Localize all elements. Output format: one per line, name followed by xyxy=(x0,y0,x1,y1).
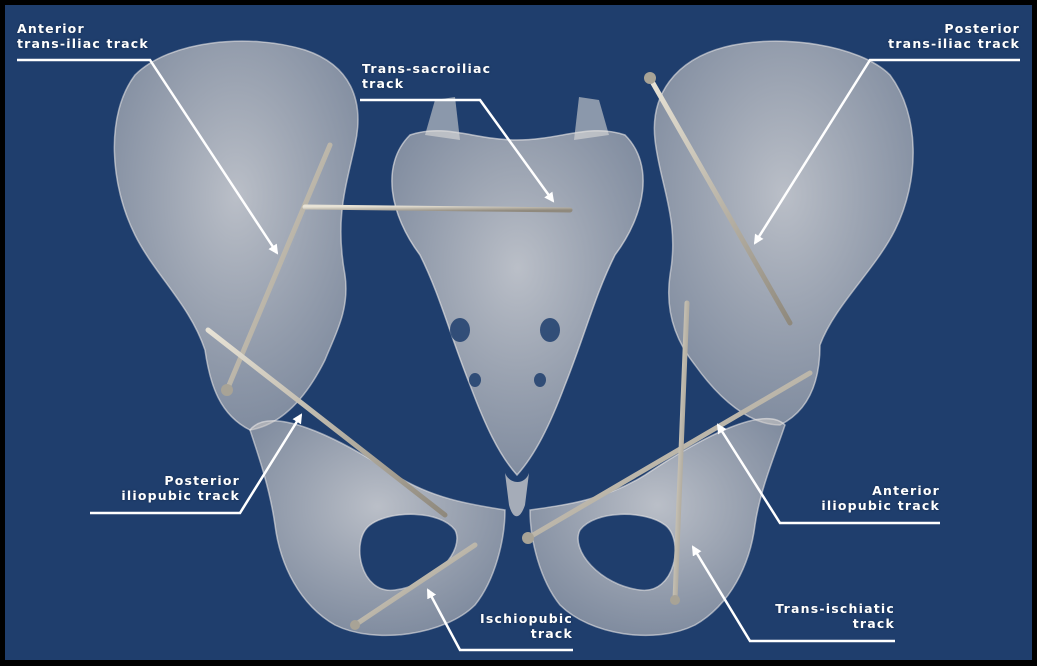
sacral-foramen xyxy=(469,373,481,387)
sacral-facet-left xyxy=(425,97,460,140)
right-ilium xyxy=(654,41,913,425)
pelvis-illustration xyxy=(5,5,1032,660)
label-line: iliopubic track xyxy=(821,498,940,513)
right-pubis-ischium xyxy=(530,419,785,636)
coccyx xyxy=(505,473,529,516)
label-anterior-trans-iliac: Anterior trans-iliac track xyxy=(17,21,149,51)
label-line: trans-iliac track xyxy=(17,36,149,51)
label-line: Trans-ischiatic xyxy=(750,601,895,616)
label-line: trans-iliac track xyxy=(888,36,1020,51)
label-line: Trans-sacroiliac xyxy=(362,61,491,76)
label-trans-sacroiliac: Trans-sacroiliac track xyxy=(362,61,491,91)
label-line: track xyxy=(362,76,491,91)
label-trans-ischiatic: Trans-ischiatic track xyxy=(750,601,895,631)
sacrum xyxy=(392,131,643,475)
label-ischiopubic: Ischiopubic track xyxy=(460,611,573,641)
screw-trans-sacroiliac xyxy=(305,207,570,210)
label-line: track xyxy=(460,626,573,641)
left-pubis-ischium xyxy=(250,421,505,636)
sacral-foramen xyxy=(540,318,560,342)
label-line: Anterior xyxy=(17,21,149,36)
label-line: Ischiopubic xyxy=(460,611,573,626)
sacral-facet-right xyxy=(574,97,609,140)
label-line: Posterior xyxy=(90,473,240,488)
label-anterior-iliopubic: Anterior iliopubic track xyxy=(821,483,940,513)
label-posterior-trans-iliac: Posterior trans-iliac track xyxy=(888,21,1020,51)
sacral-foramen xyxy=(450,318,470,342)
diagram-canvas: Anterior trans-iliac track Trans-sacroil… xyxy=(5,5,1032,660)
label-line: iliopubic track xyxy=(90,488,240,503)
sacral-foramen xyxy=(534,373,546,387)
label-line: track xyxy=(750,616,895,631)
label-line: Anterior xyxy=(821,483,940,498)
label-posterior-iliopubic: Posterior iliopubic track xyxy=(90,473,240,503)
label-line: Posterior xyxy=(888,21,1020,36)
